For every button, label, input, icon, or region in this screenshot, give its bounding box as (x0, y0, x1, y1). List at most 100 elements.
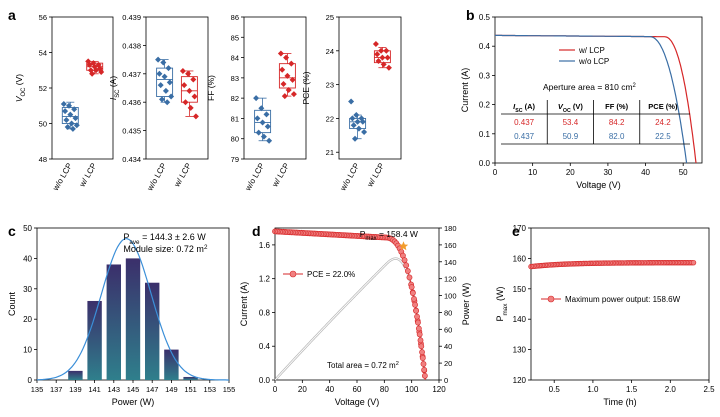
label-part: I (108, 97, 118, 100)
data-point (166, 79, 173, 86)
data-point (290, 91, 297, 98)
y-tick-label: 1.2 (259, 275, 271, 284)
y-tick-label: 0.4 (259, 342, 271, 351)
label-part: SC (515, 108, 523, 114)
data-point (264, 123, 271, 130)
current-marker (406, 274, 413, 281)
label-part: 2 (396, 361, 399, 367)
data-point (375, 57, 382, 64)
y-tick-label-right: 120 (444, 275, 457, 284)
label-part: max (365, 236, 376, 242)
data-point (288, 60, 295, 67)
data-point (355, 125, 362, 132)
data-point (263, 111, 270, 118)
label-part: (V) (14, 74, 24, 88)
data-point (67, 111, 74, 118)
x-tick-label: 137 (50, 385, 63, 394)
x-tick-label: 120 (432, 385, 446, 394)
x-tick-label: 1.0 (587, 385, 599, 394)
label-part: OC (21, 87, 27, 97)
data-point (380, 61, 387, 68)
data-point (159, 96, 165, 103)
data-point (289, 76, 296, 83)
label-part: (V) (571, 102, 584, 111)
y-tick-label: 86 (231, 13, 239, 22)
y-tick-label: 0.437 (122, 70, 141, 79)
y-tick-label: 140 (513, 315, 527, 324)
power-point (690, 259, 697, 266)
x-axis-label: Voltage (V) (335, 397, 380, 407)
y-axis-label: Count (7, 292, 17, 317)
panel-label-c: c (8, 223, 16, 239)
data-point (280, 80, 287, 87)
box-plot-frame (338, 16, 402, 160)
y-tick-label: 0.5 (479, 13, 491, 22)
label-part: V (14, 95, 24, 102)
y-tick-label: 160 (513, 254, 527, 263)
data-point (191, 93, 198, 100)
legend-marker (547, 295, 555, 303)
data-point (192, 113, 199, 120)
data-point (190, 76, 197, 83)
data-point (378, 47, 385, 54)
data-point (187, 104, 194, 111)
y-tick-label: 0.439 (122, 13, 141, 22)
data-point (98, 69, 105, 76)
pmax-annotation: Pmax = 158.4 W (360, 229, 418, 242)
x-category-label: w/ LCP (365, 162, 386, 190)
x-category-label: w/ LCP (77, 162, 98, 190)
current-marker (408, 284, 415, 291)
x-axis-label: Power (W) (112, 397, 155, 407)
pmax-star (398, 241, 409, 251)
data-point (89, 70, 96, 77)
data-point (384, 54, 391, 61)
y-axis-label: FF (%) (206, 75, 216, 101)
y-tick-label: 85 (231, 33, 239, 42)
x-tick-label: 80 (380, 385, 389, 394)
histogram-bar (87, 300, 102, 380)
y-axis-label: ISC (A) (108, 76, 121, 100)
data-point (253, 95, 260, 102)
y-axis-label: VOC (V) (14, 74, 27, 102)
y-tick-label: 20 (23, 315, 32, 324)
label-part: P (123, 232, 129, 242)
histogram-bar (183, 376, 198, 380)
y-axis-label: PCE (%) (301, 71, 311, 104)
y-tick-label: 0.2 (479, 101, 491, 110)
label-part: P (360, 229, 366, 239)
data-point (161, 73, 168, 80)
data-point (165, 65, 172, 72)
label-part: V (558, 102, 564, 111)
y-tick-label: 0.438 (122, 41, 141, 50)
data-point (160, 59, 167, 66)
y-tick-label: 50 (23, 224, 32, 233)
x-tick-label: 10 (528, 168, 537, 177)
y-tick-label: 0.4 (479, 42, 491, 51)
label-part: SC (115, 89, 121, 98)
module-size-annotation: Module size: 0.72 m2 (123, 244, 208, 255)
x-axis-label: Voltage (V) (576, 180, 621, 190)
x-tick-label: 20 (566, 168, 575, 177)
iv-curve (495, 34, 688, 164)
data-point (361, 128, 368, 135)
y-tick-label: 150 (513, 285, 527, 294)
current-marker (421, 366, 428, 373)
histogram-bar (164, 349, 179, 380)
y-tick-label: 0.435 (122, 127, 141, 136)
x-tick-label: 40 (641, 168, 650, 177)
current-marker (401, 257, 408, 264)
y-tick-label: 170 (513, 224, 527, 233)
label-part: FF (%) (206, 75, 216, 101)
data-point (157, 82, 164, 89)
x-tick-label: 100 (405, 385, 419, 394)
y-tick-label: 54 (39, 49, 47, 58)
power-curve-inner (274, 258, 426, 381)
y-tick-label-right: 180 (444, 224, 457, 233)
y-tick-label-right: 100 (444, 292, 457, 301)
y-tick-label: 0 (28, 376, 33, 385)
stability-plot-frame (530, 227, 710, 381)
histogram-bar (125, 258, 141, 380)
data-point (181, 82, 188, 89)
data-point (73, 122, 80, 129)
y-tick-label: 130 (513, 346, 527, 355)
